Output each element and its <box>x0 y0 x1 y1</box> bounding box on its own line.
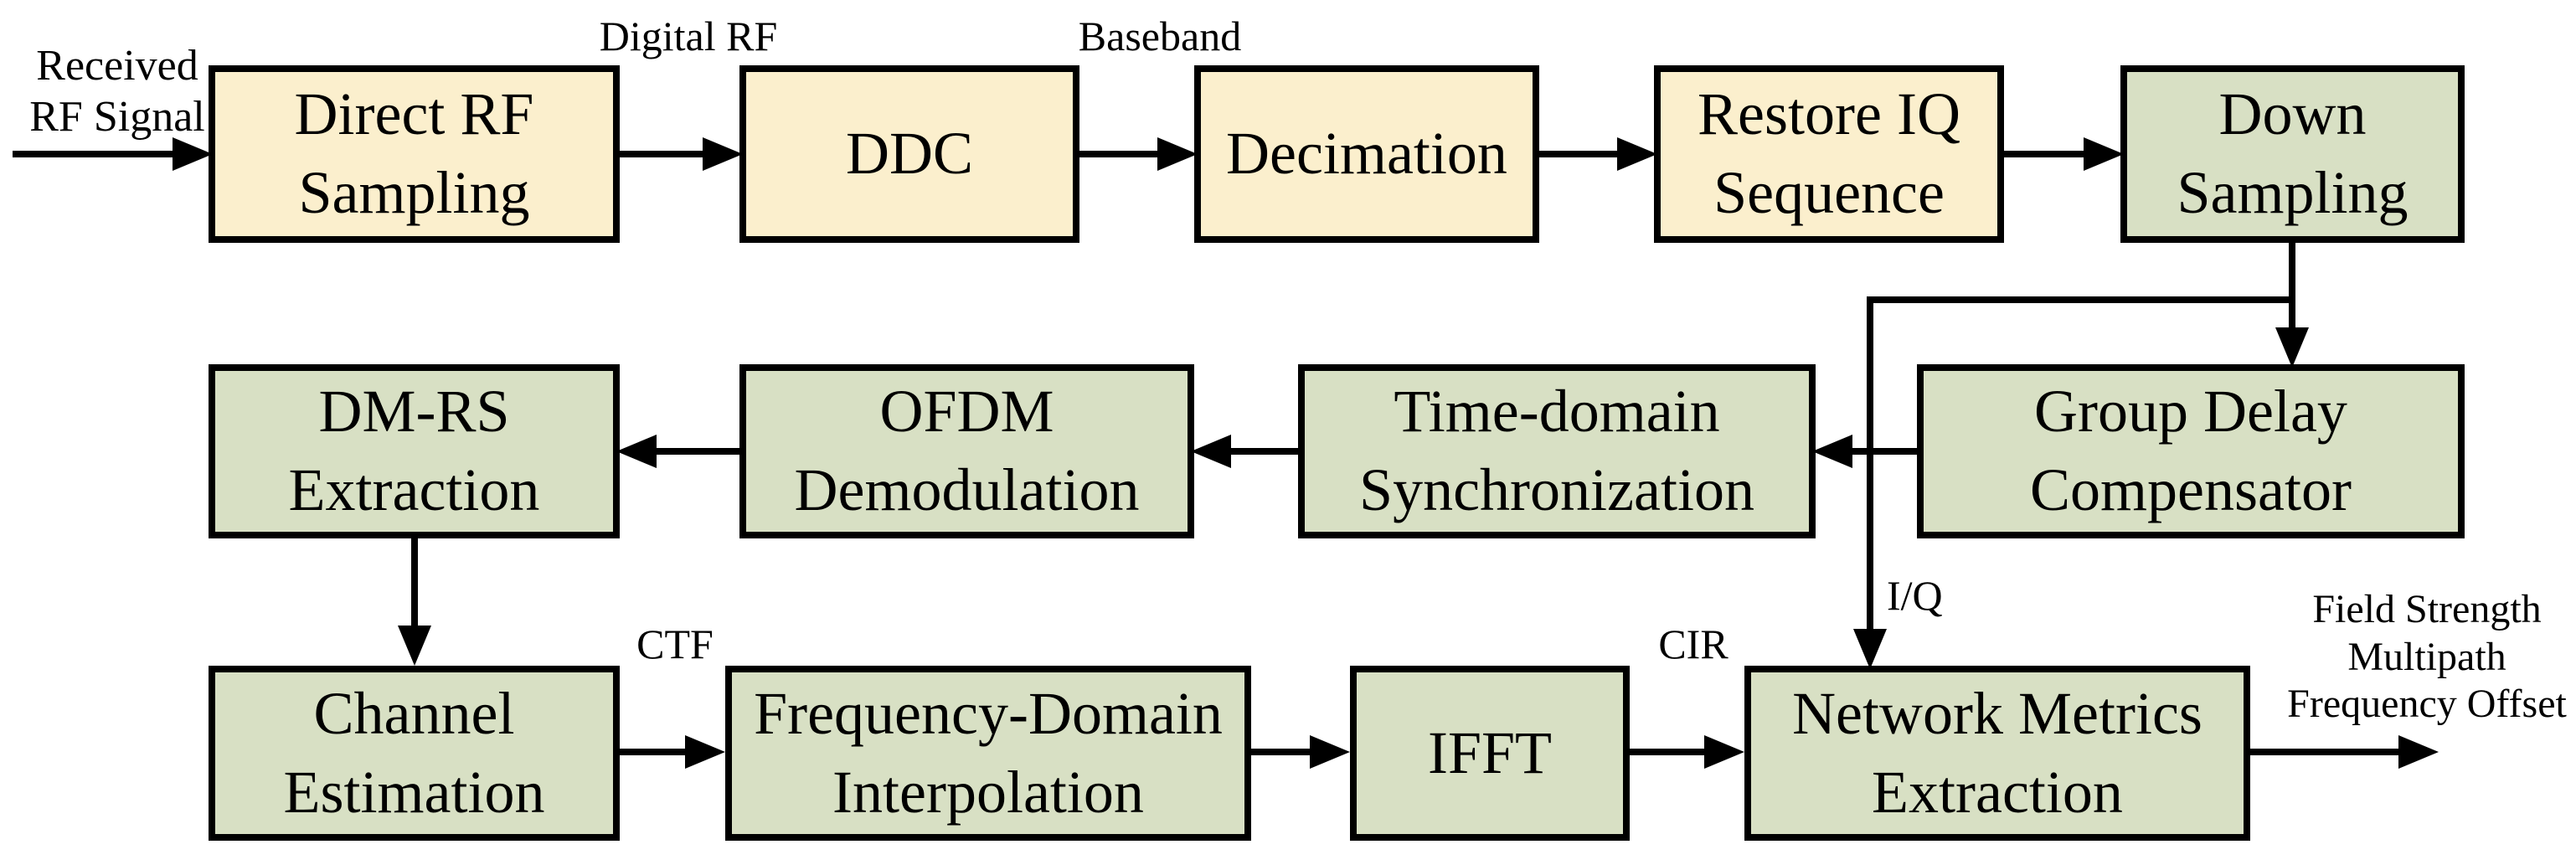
block-ddc: DDC <box>739 65 1079 243</box>
block-label-line: Compensator <box>2030 456 2352 523</box>
arrow-ddc-to-decimation <box>1079 137 1198 171</box>
signal-label-baseband: Baseband <box>1078 13 1242 59</box>
block-label-line: Frequency-Domain <box>754 679 1223 747</box>
block-restore-iq-sequence: Restore IQ Sequence <box>1654 65 2004 243</box>
block-group-delay-compensator: Group Delay Compensator <box>1917 364 2465 538</box>
block-label-line: Decimation <box>1226 120 1507 188</box>
block-label-line: Estimation <box>283 758 545 826</box>
block-network-metrics-extraction: Network Metrics Extraction <box>1744 666 2250 841</box>
block-direct-rf-sampling: Direct RF Sampling <box>209 65 620 243</box>
arrow-channel-est-to-freq-interp <box>620 735 725 769</box>
block-label-line: OFDM <box>879 378 1054 445</box>
block-label-line: Time-domain <box>1394 378 1720 445</box>
block-decimation: Decimation <box>1194 65 1539 243</box>
block-label-line: Extraction <box>1872 758 2123 826</box>
block-down-sampling: Down Sampling <box>2120 65 2465 243</box>
block-ofdm-demodulation: OFDM Demodulation <box>739 364 1194 538</box>
arrow-ofdm-demod-to-dmrs <box>616 435 739 468</box>
block-label-line: Group Delay <box>2034 378 2347 445</box>
block-label-line: Sampling <box>298 159 530 226</box>
block-ifft: IFFT <box>1350 666 1630 841</box>
block-label-line: IFFT <box>1427 718 1553 786</box>
output-metric-line: Field Strength <box>2312 587 2542 631</box>
block-label-line: DDC <box>845 120 973 188</box>
signal-label-cir: CIR <box>1658 620 1728 667</box>
arrow-restore-iq-to-down-sampling <box>2004 137 2124 171</box>
arrow-input-to-direct-rf-sampling <box>13 137 213 171</box>
block-label-line: Demodulation <box>794 456 1140 523</box>
block-label-line: Restore IQ <box>1698 80 1960 148</box>
output-metric-line: Frequency Offset <box>2287 682 2567 727</box>
block-label-line: DM-RS <box>318 378 510 445</box>
connector-iq-branch <box>1853 296 2295 669</box>
block-label-line: Extraction <box>288 456 540 523</box>
arrow-direct-rf-to-ddc <box>620 137 743 171</box>
arrow-ifft-to-network-metrics <box>1630 735 1744 769</box>
arrow-time-sync-to-ofdm-demod <box>1191 435 1298 468</box>
arrow-network-metrics-output <box>2250 735 2439 769</box>
block-label-line: Channel <box>313 679 515 747</box>
block-frequency-domain-interpolation: Frequency-Domain Interpolation <box>725 666 1251 841</box>
block-time-domain-synchronization: Time-domain Synchronization <box>1298 364 1816 538</box>
input-signal-label-line: RF Signal <box>29 93 205 142</box>
output-metric-line: Multipath <box>2347 634 2506 679</box>
arrow-down-sampling-to-group-delay <box>2275 239 2309 368</box>
block-label-line: Interpolation <box>832 758 1144 826</box>
arrow-decimation-to-restore-iq <box>1539 137 1657 171</box>
output-metrics-label: Field Strength Multipath Frequency Offse… <box>2287 586 2567 729</box>
arrow-group-delay-to-time-sync <box>1812 435 1920 468</box>
arrow-dmrs-to-channel-estimation <box>398 536 431 666</box>
block-label-line: Direct RF <box>294 80 534 148</box>
block-label-line: Sampling <box>2177 159 2409 226</box>
signal-label-digital-rf: Digital RF <box>599 13 778 59</box>
input-signal-label: Received RF Signal <box>29 40 205 143</box>
signal-label-ctf: CTF <box>636 620 714 667</box>
block-label-line: Down <box>2218 80 2367 148</box>
block-label-line: Synchronization <box>1359 456 1754 523</box>
block-channel-estimation: Channel Estimation <box>209 666 620 841</box>
block-label-line: Network Metrics <box>1792 679 2202 747</box>
input-signal-label-line: Received <box>36 42 198 90</box>
arrow-freq-interp-to-ifft <box>1251 735 1350 769</box>
block-label-line: Sequence <box>1713 159 1945 226</box>
block-dm-rs-extraction: DM-RS Extraction <box>209 364 620 538</box>
signal-label-iq: I/Q <box>1887 572 1943 619</box>
